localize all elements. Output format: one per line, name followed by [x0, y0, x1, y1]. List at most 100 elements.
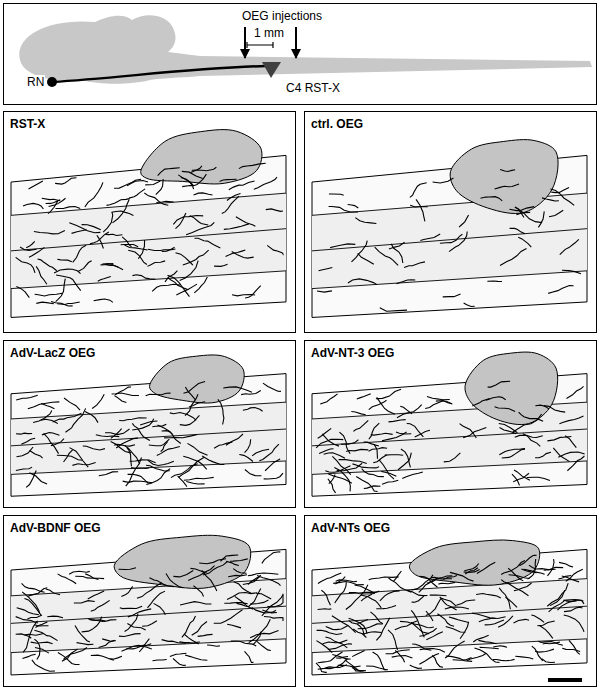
labelled-fibre	[381, 471, 396, 476]
labelled-fibre	[495, 407, 516, 412]
labelled-fibre	[351, 241, 367, 262]
labelled-fibre	[550, 189, 574, 205]
labelled-fibre	[446, 626, 466, 632]
labelled-fibre	[46, 589, 60, 595]
labelled-fibre	[419, 653, 439, 664]
panel-title: AdV-BDNF OEG	[8, 520, 103, 536]
labelled-fibre	[358, 624, 383, 629]
cord-section	[11, 130, 286, 318]
labelled-fibre	[527, 477, 550, 480]
labelled-fibre	[351, 411, 365, 414]
labelled-fibre	[105, 234, 122, 235]
labelled-fibre	[115, 387, 131, 395]
labelled-fibre	[329, 474, 335, 483]
labelled-fibre	[245, 439, 251, 452]
labelled-fibre	[186, 482, 204, 484]
labelled-fibre	[329, 207, 358, 213]
labelled-fibre	[16, 257, 35, 272]
labelled-fibre	[426, 632, 442, 640]
labelled-fibre	[256, 593, 271, 599]
labelled-fibre	[257, 575, 281, 585]
labelled-fibre	[402, 472, 423, 478]
labelled-fibre	[547, 436, 571, 440]
labelled-fibre	[74, 601, 95, 603]
injection-arrow	[244, 27, 246, 58]
labelled-fibre	[485, 620, 504, 625]
section-panel: ctrl. OEG	[304, 111, 597, 333]
labelled-fibre	[362, 469, 384, 477]
labelled-fibre	[16, 433, 32, 434]
labelled-fibre	[147, 261, 165, 266]
labelled-fibre	[433, 178, 454, 183]
labelled-fibre	[63, 648, 87, 660]
grey-matter	[312, 193, 587, 288]
labelled-fibre	[22, 654, 35, 658]
labelled-fibre	[194, 193, 213, 195]
labelled-fibre	[334, 467, 350, 491]
boundary-line	[11, 402, 286, 419]
section-panel: AdV-BDNF OEG	[3, 515, 296, 687]
labelled-fibre	[264, 473, 283, 479]
labelled-fibre	[193, 586, 203, 597]
labelled-fibre	[114, 179, 141, 188]
labelled-fibre	[449, 232, 467, 252]
labelled-fibre	[357, 619, 368, 623]
labelled-fibre	[226, 561, 239, 565]
labelled-fibre	[250, 630, 278, 637]
labelled-fibre	[20, 247, 36, 250]
labelled-fibre	[103, 212, 113, 232]
labelled-fibre	[83, 446, 105, 450]
labelled-fibre	[249, 619, 271, 642]
cord-section	[312, 352, 587, 496]
labelled-fibre	[376, 389, 401, 399]
labelled-fibre	[16, 287, 29, 298]
labelled-fibre	[102, 264, 123, 270]
labelled-fibre	[441, 598, 456, 606]
labelled-fibre	[531, 615, 544, 622]
labelled-fibre	[149, 439, 170, 446]
labelled-fibre	[324, 453, 345, 458]
labelled-fibre	[235, 596, 253, 609]
grey-matter	[11, 402, 286, 474]
labelled-fibre	[542, 659, 555, 663]
labelled-fibre	[262, 610, 276, 613]
labelled-fibre	[94, 299, 113, 302]
labelled-fibre	[111, 441, 131, 452]
grey-matter	[312, 579, 587, 653]
labelled-fibre	[456, 600, 475, 605]
labelled-fibre	[119, 568, 136, 570]
lesion-area	[114, 535, 251, 588]
labelled-fibre	[437, 614, 454, 626]
labelled-fibre	[178, 476, 187, 487]
labelled-fibre	[532, 646, 543, 661]
labelled-fibre	[21, 438, 35, 444]
boundary-line	[11, 229, 286, 251]
labelled-fibre	[146, 465, 170, 471]
labelled-fibre	[564, 615, 584, 632]
boundary-line	[312, 639, 587, 653]
labelled-fibre	[407, 590, 427, 595]
labelled-fibre	[509, 207, 534, 211]
labelled-fibre	[73, 245, 86, 262]
labelled-fibre	[188, 566, 214, 581]
labelled-fibre	[157, 447, 180, 456]
labelled-fibre	[129, 189, 145, 198]
labelled-fibre	[502, 449, 525, 458]
labelled-fibre	[107, 199, 130, 206]
panel-title: RST-X	[8, 116, 47, 132]
labelled-fibre	[560, 239, 579, 254]
boundary-line	[11, 606, 286, 623]
labelled-fibre	[140, 421, 157, 425]
labelled-fibre	[49, 198, 66, 206]
labelled-fibre	[122, 237, 131, 247]
labelled-fibre	[90, 232, 109, 244]
labelled-fibre	[559, 562, 573, 567]
labelled-fibre	[388, 420, 405, 422]
labelled-fibre	[425, 400, 443, 408]
labelled-fibre	[564, 607, 583, 611]
labelled-fibre	[516, 212, 530, 214]
labelled-fibre	[131, 467, 149, 469]
section-panel: RST-X	[3, 111, 296, 333]
labelled-fibre	[538, 211, 544, 227]
